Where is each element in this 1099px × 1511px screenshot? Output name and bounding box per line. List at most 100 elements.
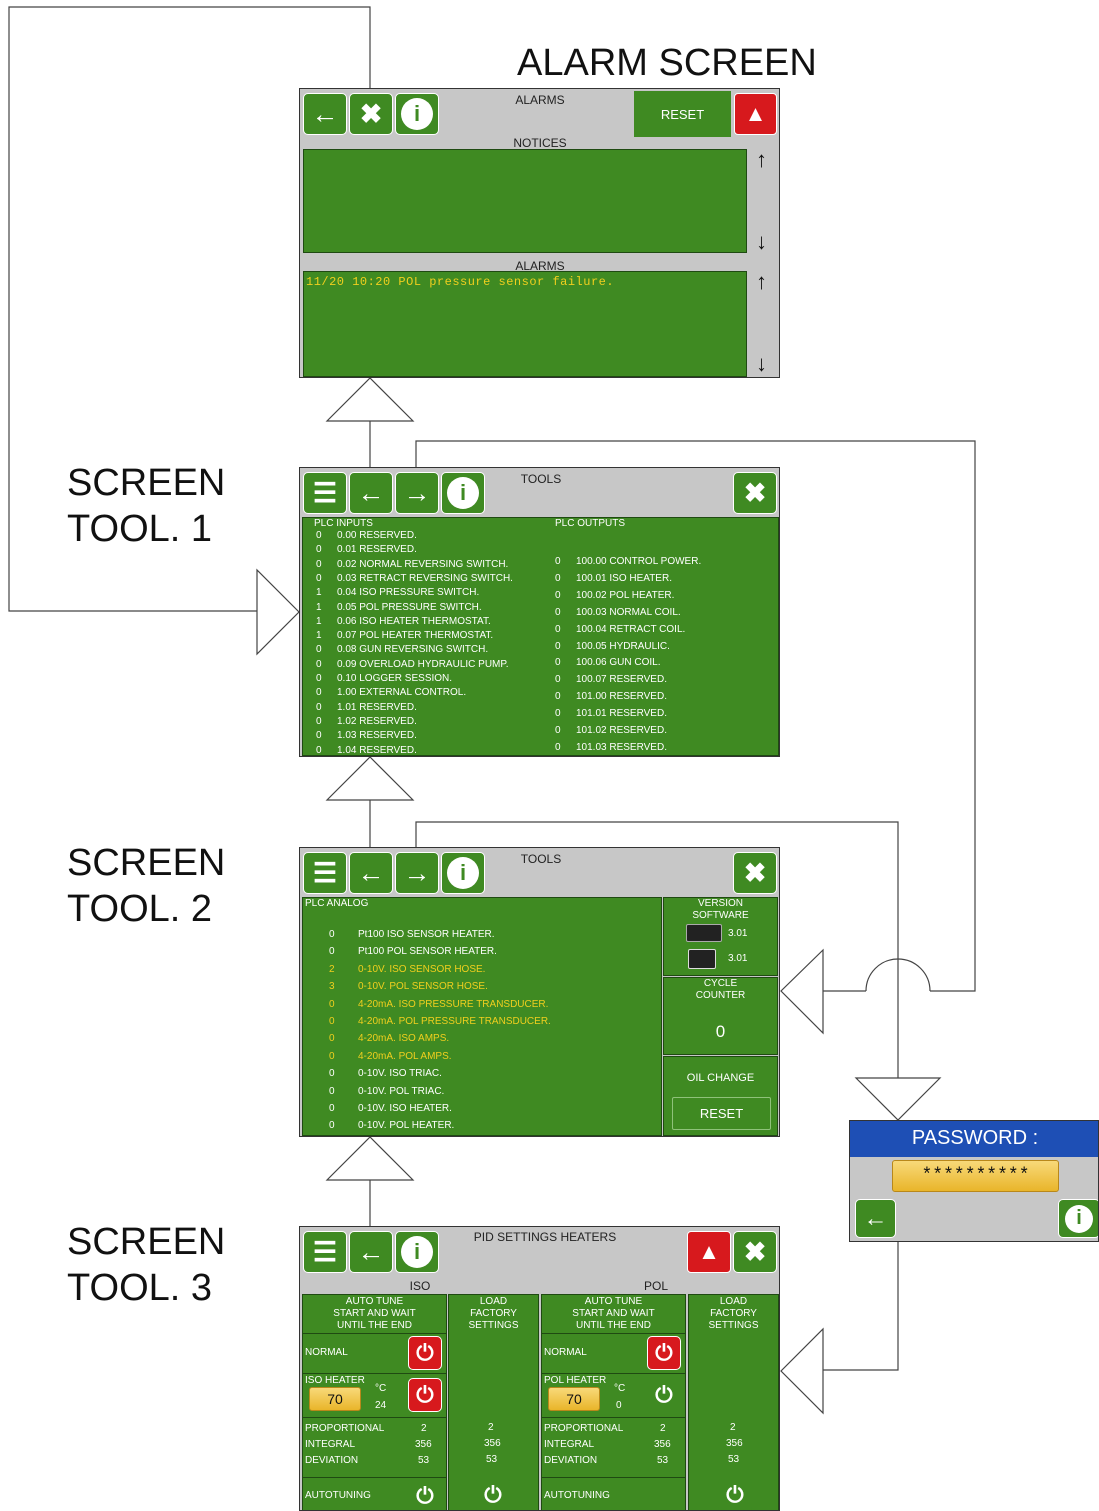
arrow-right-icon: → <box>403 477 431 508</box>
pol-label: POL <box>643 1279 668 1293</box>
tools-button[interactable]: ✖ <box>733 1231 777 1273</box>
alarm-siren-button[interactable]: ▲ <box>687 1231 731 1273</box>
list-icon: ☰ <box>312 857 338 888</box>
info-button[interactable]: i <box>441 852 485 894</box>
plc-analog-value: 0 <box>329 1103 335 1114</box>
tools-button[interactable]: ✖ <box>733 852 777 894</box>
list-icon: ☰ <box>312 477 338 508</box>
arrow-left-tool1 <box>256 568 300 656</box>
back-button[interactable]: ← <box>349 852 393 894</box>
info-button[interactable]: i <box>441 472 485 514</box>
version-hmi: 3.01 <box>728 953 748 964</box>
iso-load-factory-button[interactable]: ⏻ <box>476 1478 510 1510</box>
plc-analog-value: 0 <box>329 929 335 940</box>
alarm-title: ALARMS <box>515 93 565 107</box>
pol-setpoint-field[interactable]: 70 <box>548 1387 600 1411</box>
iso-normal-power-button[interactable]: ⏻ <box>408 1336 442 1370</box>
power-icon: ⏻ <box>416 1483 434 1508</box>
tools-button[interactable]: ✖ <box>733 472 777 514</box>
tools-icon: ✖ <box>359 98 383 129</box>
cycle-counter-panel: CYCLE COUNTER 0 <box>663 977 778 1055</box>
plc-analog-name: Pt100 POL SENSOR HEATER. <box>358 946 497 958</box>
iso-autotuning-button[interactable]: ⏻ <box>408 1479 442 1510</box>
menu-button[interactable]: ☰ <box>303 1231 347 1273</box>
plc-output-name: 100.01 ISO HEATER. <box>576 572 672 584</box>
plc-input-name: 0.08 GUN REVERSING SWITCH. <box>337 644 489 656</box>
tool2-label: SCREEN TOOL. 2 <box>67 842 226 930</box>
plc-analog-value: 0 <box>329 1016 335 1027</box>
alarms-scroll-down[interactable]: ↓ <box>756 351 767 376</box>
pol-load-factory-button[interactable]: ⏻ <box>718 1478 752 1510</box>
plc-input-name: 0.04 ISO PRESSURE SWITCH. <box>337 587 480 599</box>
iso-normal-label: NORMAL <box>305 1347 348 1358</box>
plc-analog-value: 3 <box>329 981 335 993</box>
plc-input-name: 1.03 RESERVED. <box>337 730 417 742</box>
plc-input-value: 0 <box>316 687 322 699</box>
reset-button[interactable]: RESET <box>634 91 731 137</box>
password-back-button[interactable]: ← <box>855 1199 896 1238</box>
iso-label: ISO <box>409 1279 431 1293</box>
siren-icon: ▲ <box>698 1239 720 1264</box>
info-icon: i <box>401 1236 433 1268</box>
plc-inputs-title: PLC INPUTS <box>314 518 373 529</box>
pol-normal-power-button[interactable]: ⏻ <box>647 1336 681 1370</box>
back-button[interactable]: ← <box>303 93 347 135</box>
back-button[interactable]: ← <box>349 1231 393 1273</box>
plc-output-value: 0 <box>555 691 561 703</box>
plc-analog-name: 4-20mA. ISO AMPS. <box>358 1033 450 1045</box>
power-icon: ⏻ <box>416 1340 434 1365</box>
menu-button[interactable]: ☰ <box>303 472 347 514</box>
plc-output-value: 0 <box>555 708 561 720</box>
pol-proportional: 2 <box>660 1423 666 1434</box>
version-panel: VERSION SOFTWARE 3.01 3.01 <box>663 897 778 976</box>
plc-output-name: 101.02 RESERVED. <box>576 725 667 736</box>
iso-integral: 356 <box>415 1439 432 1450</box>
notices-title: NOTICES <box>513 136 567 150</box>
cycle-counter-title: CYCLE COUNTER <box>695 978 746 1001</box>
info-button[interactable]: i <box>395 93 439 135</box>
pol-factory-panel: LOAD FACTORY SETTINGS 2 356 53 ⏻ <box>688 1294 779 1510</box>
pol-autotuning-row: AUTOTUNING <box>542 1477 685 1510</box>
password-field[interactable]: ********** <box>892 1160 1059 1192</box>
plc-input-value: 0 <box>316 744 322 756</box>
forward-button[interactable]: → <box>395 852 439 894</box>
forward-button[interactable]: → <box>395 472 439 514</box>
version-plc: 3.01 <box>728 928 748 939</box>
iso-factory-title: LOAD FACTORY SETTINGS <box>468 1296 519 1331</box>
notices-panel <box>303 149 747 253</box>
notices-scroll-up[interactable]: ↑ <box>756 147 767 172</box>
notices-scroll-down[interactable]: ↓ <box>756 229 767 254</box>
deviation-label: DEVIATION <box>544 1455 598 1466</box>
plc-analog-name: 0-10V. ISO HEATER. <box>358 1103 452 1114</box>
plc-analog-title: PLC ANALOG <box>305 898 369 909</box>
arrow-left-icon: ← <box>311 98 339 129</box>
tool3-label: SCREEN TOOL. 3 <box>67 1221 226 1309</box>
back-button[interactable]: ← <box>349 472 393 514</box>
iso-setpoint-field[interactable]: 70 <box>309 1387 361 1411</box>
pol-autotune-title: AUTO TUNE START AND WAIT UNTIL THE END <box>572 1296 655 1331</box>
info-button[interactable]: i <box>395 1231 439 1273</box>
password-title: PASSWORD : <box>911 1127 1039 1149</box>
pol-heater-power-button[interactable]: ⏻ <box>647 1378 681 1412</box>
alarm-siren-button[interactable]: ▲ <box>734 93 777 135</box>
plc-input-value: 0 <box>316 730 322 742</box>
password-info-button[interactable]: i <box>1058 1199 1098 1238</box>
iso-heater-power-button[interactable]: ⏻ <box>408 1378 442 1412</box>
iso-factory-panel: LOAD FACTORY SETTINGS 2 356 53 ⏻ <box>448 1294 539 1510</box>
oil-change-panel: OIL CHANGE RESET <box>663 1056 778 1136</box>
plc-analog-value: 0 <box>329 1085 335 1097</box>
autotuning-label: AUTOTUNING <box>305 1490 371 1501</box>
arrow-right-tool2 <box>780 948 824 1035</box>
menu-button[interactable]: ☰ <box>303 852 347 894</box>
plc-input-value: 0 <box>316 701 322 713</box>
plc-outputs-title: PLC OUTPUTS <box>555 518 626 529</box>
plc-analog-name: 0-10V. POL SENSOR HOSE. <box>358 981 488 993</box>
iso-heater-label: ISO HEATER <box>305 1375 365 1386</box>
info-icon: i <box>447 477 479 509</box>
alarms-scroll-up[interactable]: ↑ <box>756 269 767 294</box>
plc-output-name: 100.03 NORMAL COIL. <box>576 606 681 618</box>
tools-button[interactable]: ✖ <box>349 93 393 135</box>
password-dialog: PASSWORD : ********** ← i <box>849 1120 1099 1242</box>
oil-reset-button[interactable]: RESET <box>672 1097 771 1130</box>
